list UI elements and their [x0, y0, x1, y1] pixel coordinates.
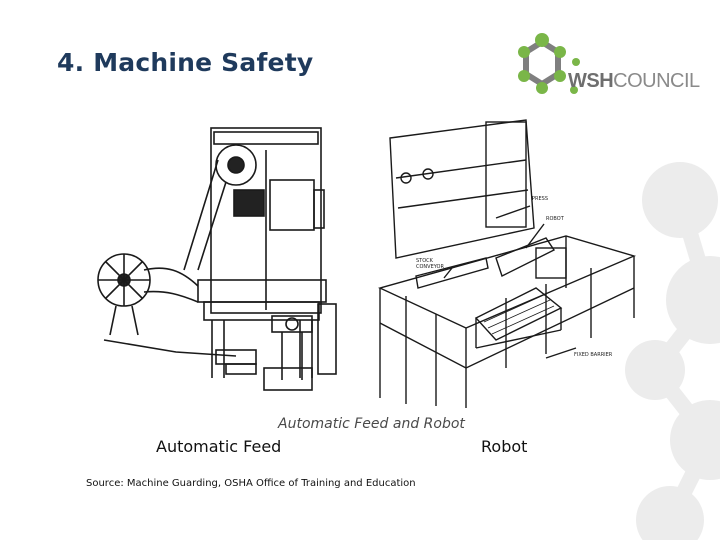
source-citation: Source: Machine Guarding, OSHA Office of… [86, 478, 416, 489]
automatic-feed-press-illustration [97, 127, 337, 391]
caption-robot: Robot [481, 437, 528, 456]
wsh-council-logo [518, 33, 580, 94]
logo-wordmark: WSHCOUNCIL [568, 70, 700, 93]
background-hexagon-pattern [625, 162, 720, 540]
slide-title: 4. Machine Safety [57, 48, 314, 77]
label-robot: ROBOT [546, 216, 564, 222]
robot-cell-illustration [377, 119, 637, 408]
robot-cell-labels: PRESS ROBOT STOCK CONVEYOR FIXED BARRIER [376, 108, 638, 410]
logo-text-regular: COUNCIL [613, 70, 700, 92]
caption-automatic-feed: Automatic Feed [156, 437, 282, 456]
caption-italic: Automatic Feed and Robot [278, 416, 465, 432]
label-fixed-barrier: FIXED BARRIER [574, 352, 613, 358]
label-stock-conveyor: STOCK CONVEYOR [416, 258, 444, 270]
logo-text-bold: WSH [568, 70, 614, 92]
logo-hexagon-icon [518, 33, 580, 94]
label-press: PRESS [532, 196, 548, 202]
